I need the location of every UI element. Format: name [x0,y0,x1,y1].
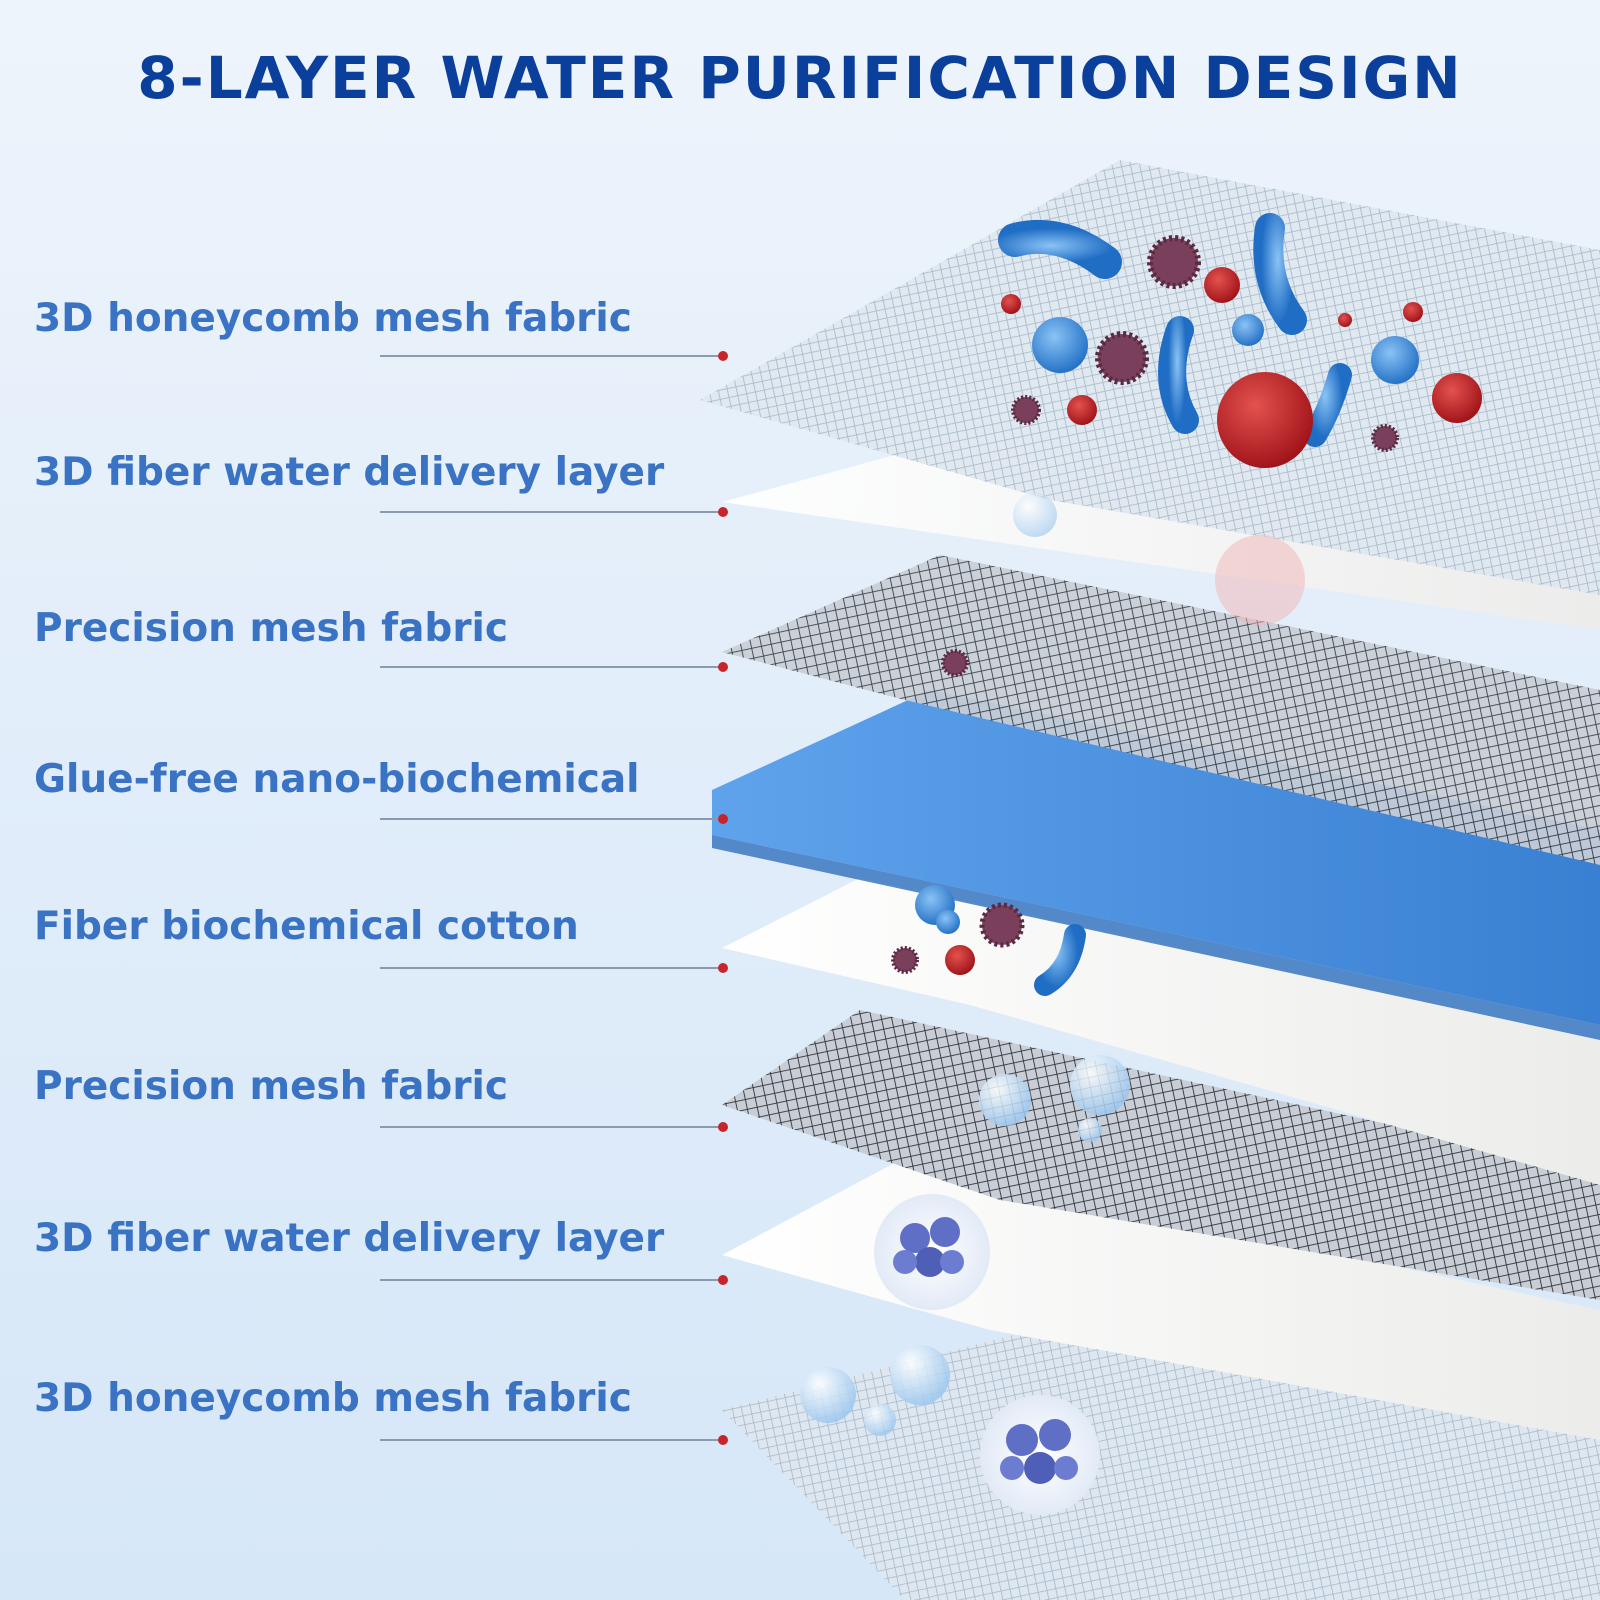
leader-dot-2 [718,507,728,517]
layer-label-4: Glue-free nano-biochemical [34,757,640,802]
virus-icon [1095,331,1149,385]
water-molecule-icon [864,1404,896,1436]
cell-cluster-icon [1039,1419,1071,1451]
layer-label-1: 3D honeycomb mesh fabric [34,296,632,341]
virus-icon [891,946,919,974]
virus-icon [941,649,969,677]
cell-cluster-icon [1054,1456,1078,1480]
leader-dot-7 [718,1275,728,1285]
cell-cluster-icon [940,1250,964,1274]
virus-icon [1011,395,1041,425]
leader-dot-5 [718,963,728,973]
water-molecule-icon [1078,1118,1102,1142]
layer-label-3: Precision mesh fabric [34,606,509,651]
cell-cluster-icon [893,1250,917,1274]
bacteria-icon [1303,363,1352,447]
leader-line-3 [380,666,722,668]
layer-5-fiber-cotton [722,878,1600,1185]
cell-cluster-icon [1000,1456,1024,1480]
virus-icon [1147,235,1201,289]
layer-1-honeycomb-mesh [700,160,1600,595]
leader-dot-6 [718,1122,728,1132]
red-cell-icon [1403,302,1423,322]
leader-dot-1 [718,351,728,361]
cell-cluster-icon [915,1247,945,1277]
cell-cluster-icon [1024,1452,1056,1484]
red-cell-icon [945,945,975,975]
contaminants-top [998,213,1482,625]
cell-cluster-icon [900,1223,930,1253]
leader-line-7 [380,1279,722,1281]
leader-line-8 [380,1439,722,1441]
layer-label-5: Fiber biochemical cotton [34,904,579,949]
clean-water-elements [800,1055,1130,1515]
water-molecule-icon [800,1367,856,1423]
red-cell-icon [1215,535,1305,625]
leader-dot-3 [718,662,728,672]
leader-line-4 [380,818,722,820]
leader-dot-8 [718,1435,728,1445]
leader-dot-4 [718,814,728,824]
blue-cell-icon [936,910,960,934]
leader-line-2 [380,511,722,513]
bacteria-icon [1253,213,1307,335]
red-cell-icon [1338,313,1352,327]
leader-line-5 [380,967,722,969]
blue-cell-icon [1232,314,1264,346]
water-molecule-icon [890,1345,950,1405]
virus-icon [979,902,1025,948]
layer-6-precision-mesh [722,1010,1600,1300]
water-molecule-icon [1070,1055,1130,1115]
layer-label-2: 3D fiber water delivery layer [34,450,665,495]
bacteria-icon [998,219,1122,279]
layer-4-nano-biochemical [712,690,1600,1025]
blue-cell-icon [1371,336,1419,384]
blue-cell-icon [1032,317,1088,373]
red-cell-icon [1001,294,1021,314]
bacteria-icon [1034,924,1086,996]
water-molecule-icon [979,1074,1031,1126]
leader-line-6 [380,1126,722,1128]
layer-3-precision-mesh [722,555,1600,865]
red-cell-icon [1067,395,1097,425]
red-cell-icon [1204,267,1240,303]
layer-label-7: 3D fiber water delivery layer [34,1216,665,1261]
red-cell-icon [1217,372,1313,468]
layer-label-8: 3D honeycomb mesh fabric [34,1376,632,1421]
leader-line-1 [380,355,722,357]
cell-cluster-icon [930,1217,960,1247]
red-cell-icon [1432,373,1482,423]
bacteria-icon [1158,316,1199,434]
bubble-icon [1013,493,1057,537]
virus-icon [1371,424,1399,452]
cell-cluster-icon [1006,1424,1038,1456]
page-title: 8-LAYER WATER PURIFICATION DESIGN [137,44,1463,112]
contaminants-middle [891,649,1086,996]
layer-label-6: Precision mesh fabric [34,1064,509,1109]
